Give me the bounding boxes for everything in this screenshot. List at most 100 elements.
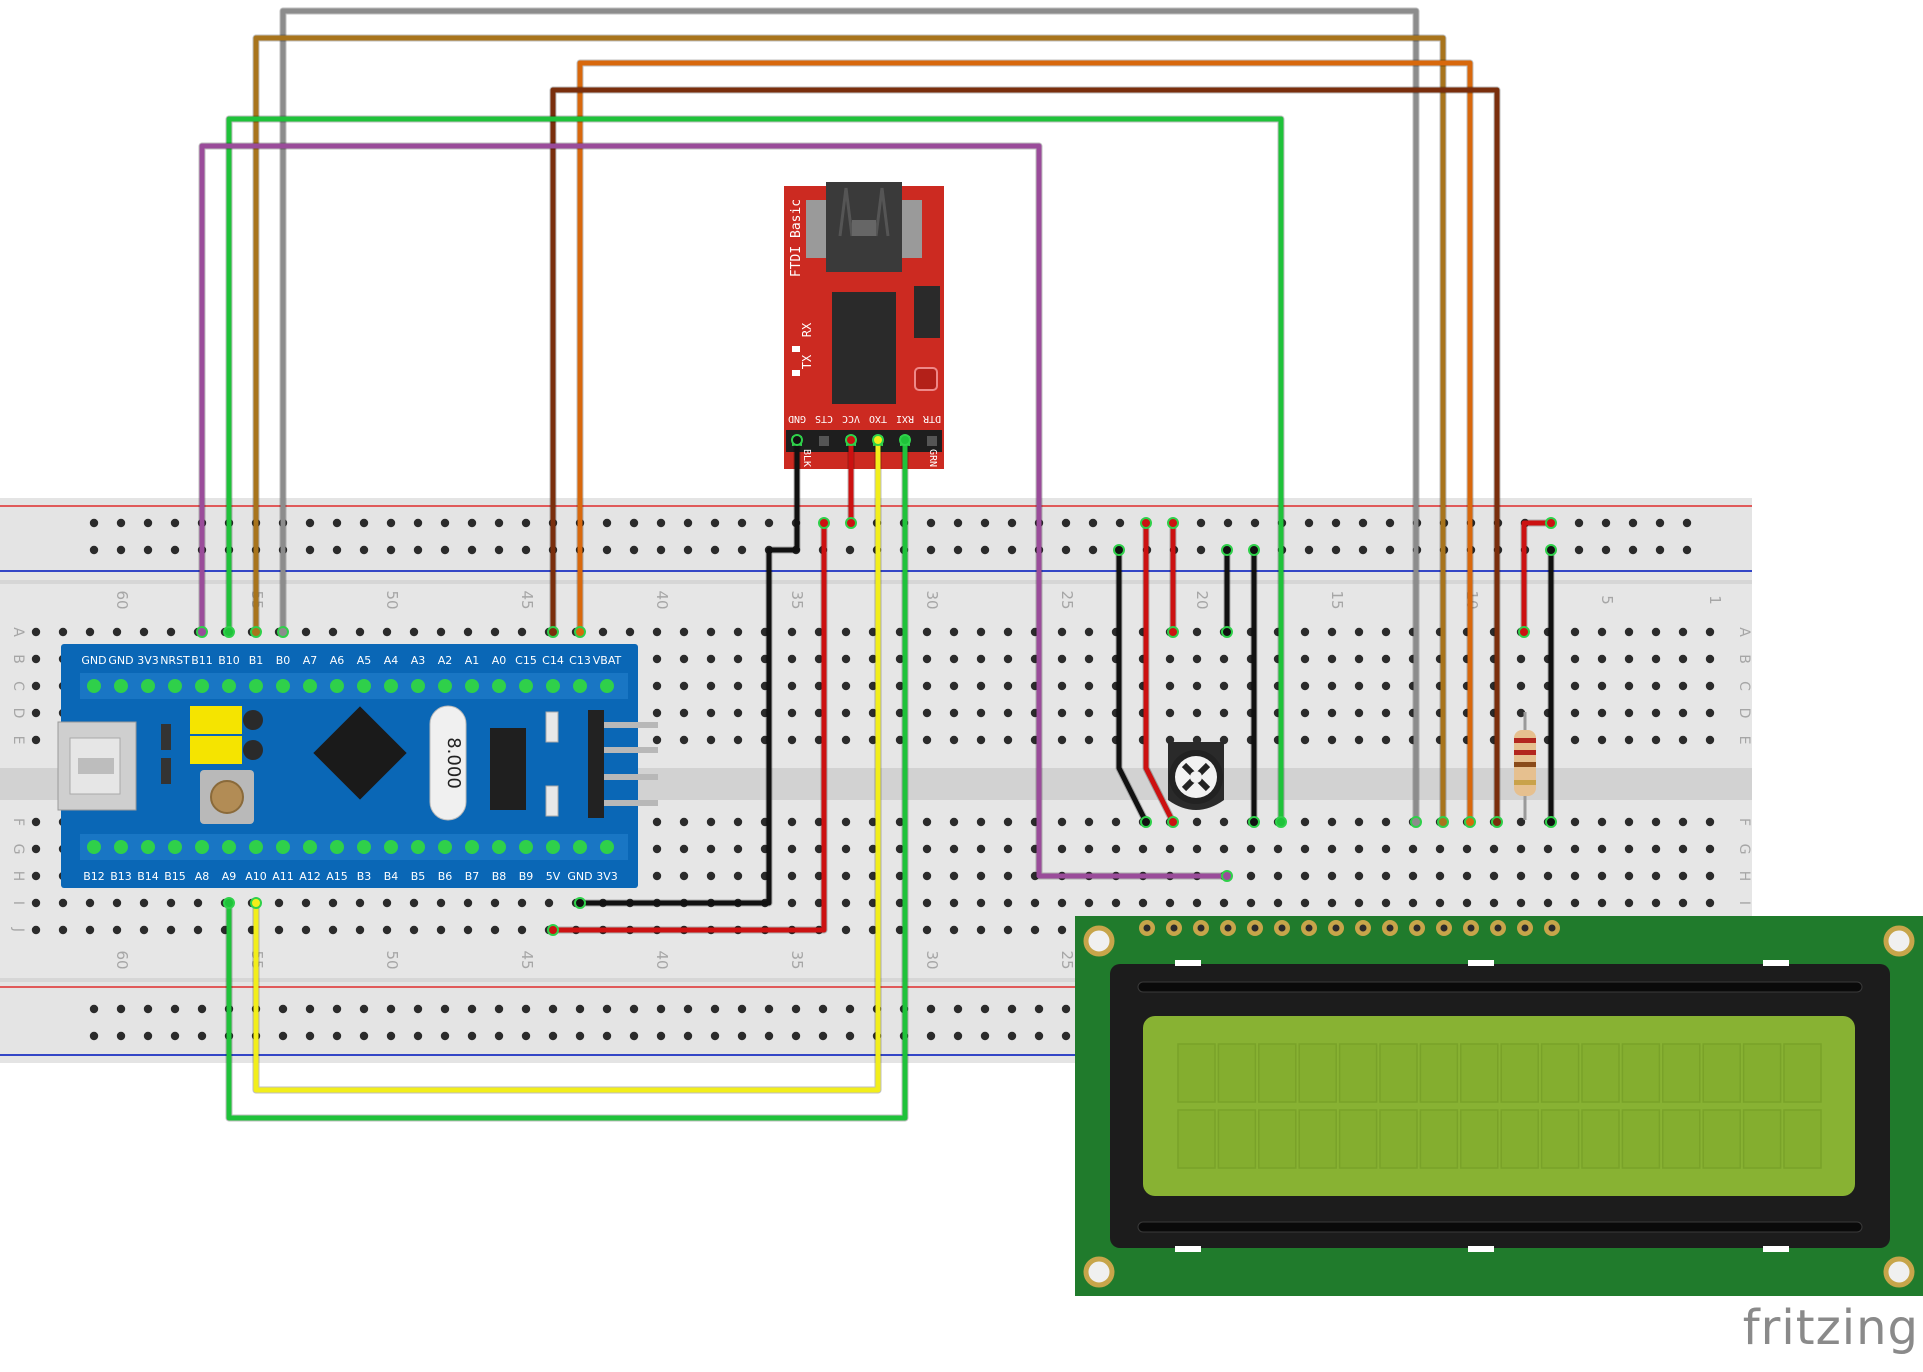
- wire-vcc-to-bluepill[interactable]: [547, 517, 830, 936]
- breadboard-hole[interactable]: [733, 817, 743, 827]
- rail-hole[interactable]: [521, 1031, 531, 1041]
- breadboard-hole[interactable]: [895, 735, 905, 745]
- breadboard-hole[interactable]: [652, 817, 662, 827]
- breadboard-hole[interactable]: [976, 627, 986, 637]
- rail-hole[interactable]: [521, 518, 531, 528]
- breadboard-hole[interactable]: [706, 627, 716, 637]
- breadboard-hole[interactable]: [895, 654, 905, 664]
- breadboard-hole[interactable]: [1057, 627, 1067, 637]
- rail-hole[interactable]: [1007, 518, 1017, 528]
- bluepill-pin[interactable]: [384, 679, 398, 693]
- rail-hole[interactable]: [656, 518, 666, 528]
- breadboard-hole[interactable]: [1003, 681, 1013, 691]
- rail-hole[interactable]: [1223, 518, 1233, 528]
- breadboard-hole[interactable]: [787, 627, 797, 637]
- rail-hole[interactable]: [1682, 545, 1692, 555]
- breadboard-hole[interactable]: [1300, 898, 1310, 908]
- breadboard-hole[interactable]: [814, 871, 824, 881]
- rail-hole[interactable]: [1007, 545, 1017, 555]
- breadboard-hole[interactable]: [1300, 817, 1310, 827]
- breadboard-hole[interactable]: [1516, 708, 1526, 718]
- breadboard-hole[interactable]: [1273, 844, 1283, 854]
- rail-hole[interactable]: [656, 1004, 666, 1014]
- rail-hole[interactable]: [89, 1004, 99, 1014]
- breadboard-hole[interactable]: [139, 627, 149, 637]
- breadboard-hole[interactable]: [868, 925, 878, 935]
- bluepill-pin[interactable]: [195, 840, 209, 854]
- breadboard-hole[interactable]: [31, 735, 41, 745]
- breadboard-hole[interactable]: [895, 925, 905, 935]
- breadboard-hole[interactable]: [1057, 681, 1067, 691]
- breadboard-hole[interactable]: [1057, 925, 1067, 935]
- rail-hole[interactable]: [386, 518, 396, 528]
- rail-hole[interactable]: [980, 545, 990, 555]
- breadboard-hole[interactable]: [1057, 817, 1067, 827]
- rail-hole[interactable]: [170, 1031, 180, 1041]
- breadboard-hole[interactable]: [1111, 898, 1121, 908]
- breadboard-hole[interactable]: [1192, 844, 1202, 854]
- breadboard-hole[interactable]: [1354, 708, 1364, 718]
- bluepill-pin[interactable]: [438, 679, 452, 693]
- breadboard-hole[interactable]: [85, 925, 95, 935]
- breadboard-hole[interactable]: [436, 627, 446, 637]
- breadboard-hole[interactable]: [1678, 871, 1688, 881]
- breadboard-hole[interactable]: [1138, 844, 1148, 854]
- wire-backlight-gnd[interactable]: [1545, 544, 1557, 828]
- rail-hole[interactable]: [683, 545, 693, 555]
- bluepill-pin[interactable]: [222, 840, 236, 854]
- breadboard-hole[interactable]: [1624, 898, 1634, 908]
- rail-hole[interactable]: [845, 1004, 855, 1014]
- wire-ftdi-gnd[interactable]: [574, 434, 803, 909]
- breadboard-hole[interactable]: [1570, 627, 1580, 637]
- wire-green-rx[interactable]: [223, 434, 911, 1122]
- breadboard-hole[interactable]: [922, 898, 932, 908]
- breadboard-hole[interactable]: [301, 627, 311, 637]
- breadboard-hole[interactable]: [787, 871, 797, 881]
- breadboard-hole[interactable]: [1192, 708, 1202, 718]
- breadboard-hole[interactable]: [976, 708, 986, 718]
- breadboard-hole[interactable]: [1516, 844, 1526, 854]
- rail-hole[interactable]: [467, 1004, 477, 1014]
- breadboard-hole[interactable]: [841, 708, 851, 718]
- breadboard-hole[interactable]: [814, 817, 824, 827]
- bluepill-pin[interactable]: [492, 840, 506, 854]
- breadboard-hole[interactable]: [949, 735, 959, 745]
- bluepill-pin[interactable]: [168, 679, 182, 693]
- rail-hole[interactable]: [1250, 518, 1260, 528]
- breadboard-hole[interactable]: [841, 627, 851, 637]
- breadboard-hole[interactable]: [1651, 871, 1661, 881]
- breadboard-hole[interactable]: [949, 925, 959, 935]
- wire-purple[interactable]: [196, 142, 1233, 882]
- rail-hole[interactable]: [1088, 545, 1098, 555]
- breadboard-hole[interactable]: [1219, 681, 1229, 691]
- bluepill-pin[interactable]: [195, 679, 209, 693]
- rail-hole[interactable]: [89, 545, 99, 555]
- rail-hole[interactable]: [764, 518, 774, 528]
- breadboard-hole[interactable]: [1003, 925, 1013, 935]
- breadboard-hole[interactable]: [1516, 681, 1526, 691]
- rail-hole[interactable]: [683, 1004, 693, 1014]
- breadboard-hole[interactable]: [895, 844, 905, 854]
- breadboard-hole[interactable]: [544, 898, 554, 908]
- breadboard-hole[interactable]: [139, 898, 149, 908]
- rail-hole[interactable]: [926, 1004, 936, 1014]
- breadboard-hole[interactable]: [1057, 844, 1067, 854]
- breadboard-hole[interactable]: [679, 654, 689, 664]
- breadboard-hole[interactable]: [1300, 681, 1310, 691]
- breadboard-hole[interactable]: [1003, 627, 1013, 637]
- breadboard-hole[interactable]: [1300, 844, 1310, 854]
- rail-hole[interactable]: [818, 1031, 828, 1041]
- rail-hole[interactable]: [710, 1031, 720, 1041]
- rail-hole[interactable]: [1061, 1031, 1071, 1041]
- rail-hole[interactable]: [116, 1004, 126, 1014]
- breadboard-hole[interactable]: [490, 627, 500, 637]
- breadboard-hole[interactable]: [1219, 844, 1229, 854]
- rail-hole[interactable]: [440, 545, 450, 555]
- rail-hole[interactable]: [737, 1031, 747, 1041]
- rail-hole[interactable]: [629, 1004, 639, 1014]
- breadboard-hole[interactable]: [1570, 817, 1580, 827]
- breadboard-hole[interactable]: [733, 627, 743, 637]
- breadboard-hole[interactable]: [1462, 844, 1472, 854]
- rail-hole[interactable]: [1358, 518, 1368, 528]
- breadboard-hole[interactable]: [922, 654, 932, 664]
